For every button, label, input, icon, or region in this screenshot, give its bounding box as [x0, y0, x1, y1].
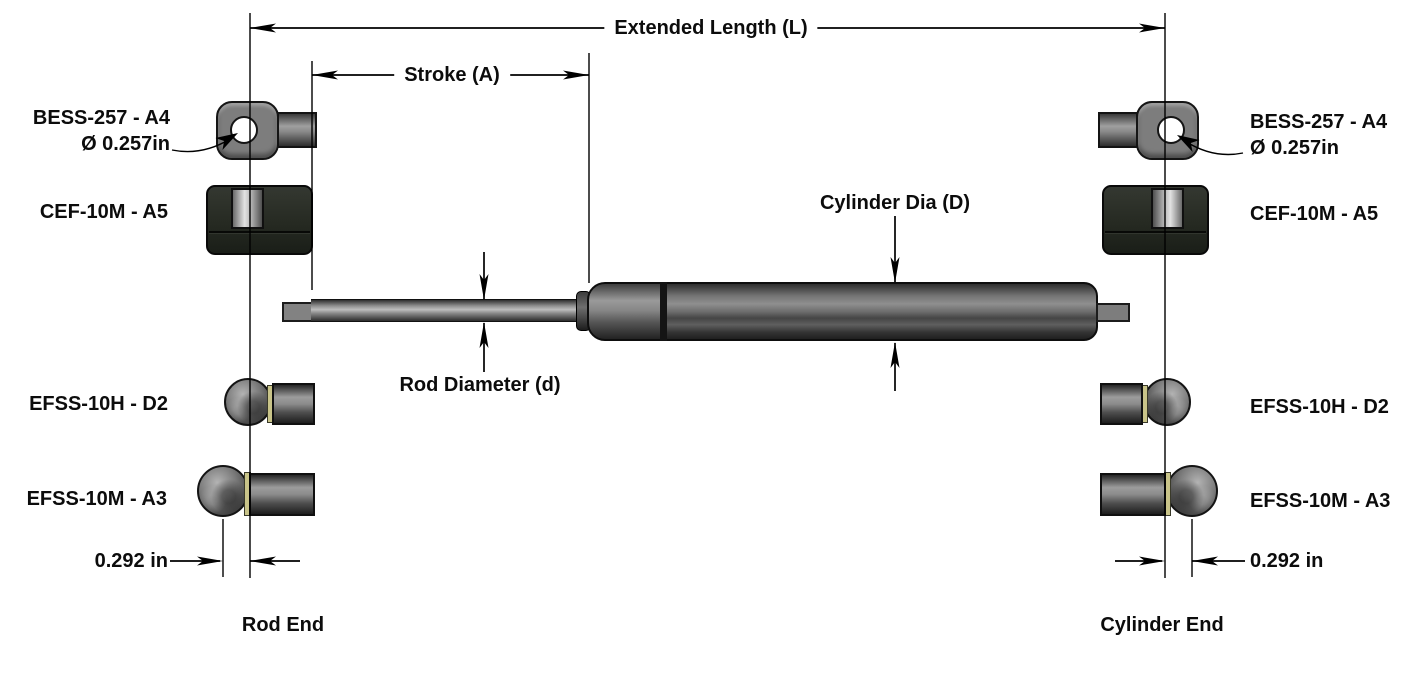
- efss-10m-label-left: EFSS-10M - A3: [26, 488, 167, 510]
- cylinder-head: [587, 282, 663, 341]
- offset-label-left: 0.292 in: [94, 550, 168, 572]
- efss-10m-ball-left: [197, 465, 249, 517]
- cef-clevis-pin-right: [1151, 188, 1184, 229]
- bess-hole-diameter-left: Ø 0.257in: [81, 133, 170, 155]
- cef-clevis-seam-left: [209, 231, 310, 233]
- cef-clevis-pin-left: [231, 188, 264, 229]
- cylinder-dia-label: Cylinder Dia (D): [819, 192, 971, 214]
- cef-label-left: CEF-10M - A5: [39, 201, 168, 223]
- extended-length-label: Extended Length (L): [604, 17, 818, 39]
- bess-eyelet-collar-right: [1098, 112, 1138, 148]
- bess-part-number-left: BESS-257 - A4: [32, 107, 170, 129]
- bess-part-number-right: BESS-257 - A4: [1250, 111, 1388, 133]
- piston-rod: [311, 299, 591, 322]
- efss-10m-ball-right: [1166, 465, 1218, 517]
- cylinder-body: [665, 282, 1098, 341]
- efss-10m-socket-left: [249, 473, 315, 516]
- cef-clevis-seam-right: [1105, 231, 1206, 233]
- efss-10m-label-right: EFSS-10M - A3: [1250, 490, 1391, 512]
- rod-diameter-label: Rod Diameter (d): [399, 374, 561, 396]
- cylinder-end-label: Cylinder End: [1100, 614, 1224, 636]
- efss-10h-ball-right: [1143, 378, 1191, 426]
- bess-hole-diameter-right: Ø 0.257in: [1250, 137, 1339, 159]
- bess-eyelet-hole-right: [1157, 116, 1185, 144]
- stroke-label: Stroke (A): [394, 64, 510, 86]
- rod-end-label: Rod End: [241, 614, 325, 636]
- efss-10h-label-left: EFSS-10H - D2: [29, 393, 168, 415]
- offset-label-right: 0.292 in: [1250, 550, 1324, 572]
- cef-label-right: CEF-10M - A5: [1250, 203, 1379, 225]
- efss-10h-ball-left: [224, 378, 272, 426]
- cylinder-threaded-stud: [1096, 303, 1130, 322]
- bess-label-left: BESS-257 - A4 Ø 0.257in: [33, 105, 170, 157]
- efss-10m-socket-right: [1100, 473, 1166, 516]
- efss-10h-label-right: EFSS-10H - D2: [1250, 396, 1389, 418]
- bess-label-right: BESS-257 - A4 Ø 0.257in: [1250, 109, 1387, 161]
- efss-10h-socket-right: [1100, 383, 1143, 425]
- cylinder-ring-groove: [660, 282, 667, 341]
- efss-10h-socket-left: [272, 383, 315, 425]
